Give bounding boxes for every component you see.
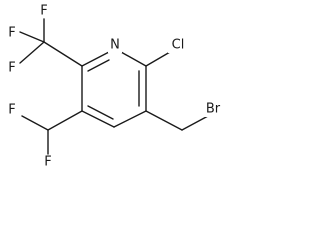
bond-cf3-f-left-bottom xyxy=(19,41,45,64)
bond-cf3-ring xyxy=(43,41,83,67)
bond-c6-n xyxy=(81,51,110,67)
bond-chf2-f-left xyxy=(21,115,49,131)
bond-ch2-br xyxy=(181,115,209,131)
atom-label-f-chf2-bottom: F xyxy=(44,155,51,170)
atom-label-f-left-bottom: F xyxy=(8,61,15,76)
bond-c5-chf2 xyxy=(47,110,83,131)
bond-n-c2 xyxy=(120,51,147,67)
atom-label-cl: Cl xyxy=(172,38,185,53)
bonds xyxy=(19,18,209,155)
atom-label-n: N xyxy=(110,38,120,53)
atom-label-br: Br xyxy=(206,102,221,117)
atom-label-f-chf2-left: F xyxy=(8,103,15,118)
atom-label-f-left-top: F xyxy=(8,26,15,41)
bond-c4-c5-double xyxy=(87,105,114,120)
bond-c6-n-double xyxy=(87,59,110,72)
atom-labels: F F F N Cl F F Br xyxy=(6,4,224,170)
bond-c3-c4 xyxy=(113,110,147,128)
bond-c3-ch2 xyxy=(145,110,183,131)
bond-c4-c5 xyxy=(81,110,115,128)
molecule-structure-diagram: F F F N Cl F F Br xyxy=(6,3,224,170)
atom-label-f-top: F xyxy=(40,4,47,19)
bond-c2-cl xyxy=(145,51,171,67)
bond-cf3-f-left-top xyxy=(19,31,45,43)
